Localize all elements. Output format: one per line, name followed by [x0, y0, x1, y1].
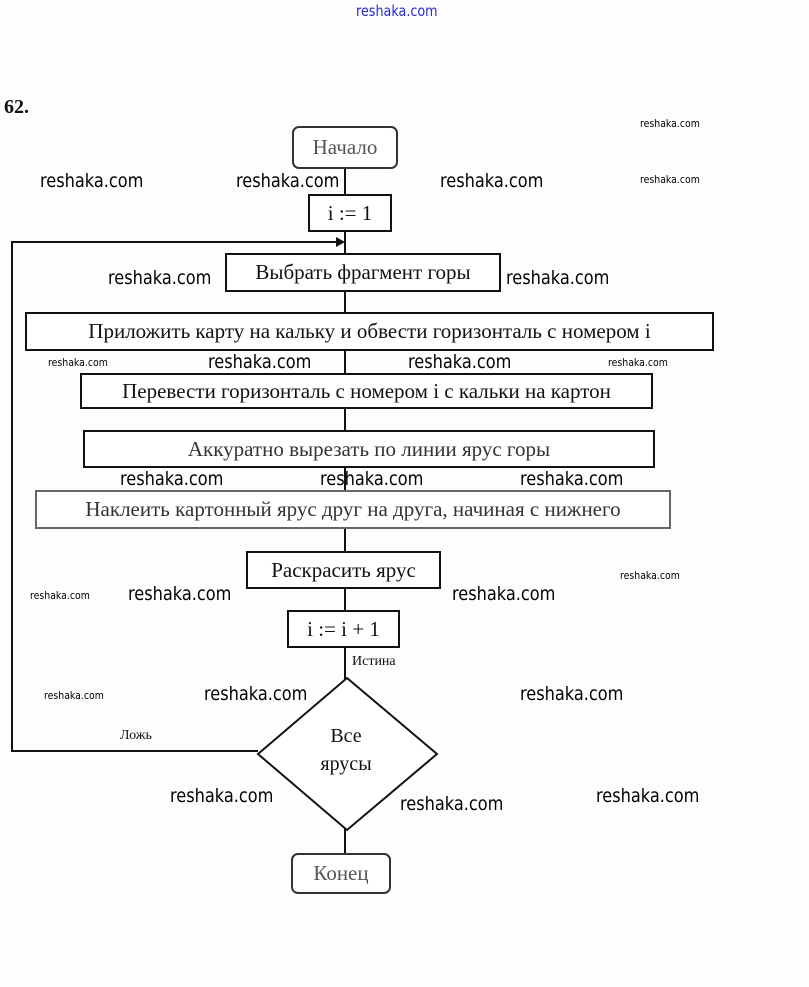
decision-text: Все ярусы	[300, 722, 392, 778]
step-glue-tiers: Наклеить картонный ярус друг на друга, н…	[35, 490, 671, 529]
watermark: reshaka.com	[320, 468, 424, 490]
step-trace-contour: Приложить карту на кальку и обвести гори…	[25, 312, 714, 351]
watermark: reshaka.com	[40, 170, 144, 192]
loop-back-line	[11, 241, 340, 752]
watermark: reshaka.com	[520, 468, 624, 490]
watermark: reshaka.com	[400, 793, 504, 815]
watermark: reshaka.com	[108, 267, 212, 289]
watermark: reshaka.com	[236, 170, 340, 192]
watermark: reshaka.com	[452, 583, 556, 605]
decision-line-2: ярусы	[320, 753, 372, 775]
init-step: i := 1	[308, 194, 392, 232]
watermark: reshaka.com	[204, 683, 308, 705]
watermark: reshaka.com	[640, 117, 700, 130]
watermark: reshaka.com	[640, 173, 700, 186]
step-select-fragment: Выбрать фрагмент горы	[225, 253, 501, 292]
decision-diamond	[256, 676, 439, 832]
header-watermark[interactable]: reshaka.com	[356, 2, 438, 20]
step-transfer-contour: Перевести горизонталь с номером i с каль…	[80, 373, 653, 409]
watermark: reshaka.com	[44, 689, 104, 702]
watermark: reshaka.com	[208, 351, 312, 373]
watermark: reshaka.com	[520, 683, 624, 705]
start-terminal: Начало	[292, 126, 398, 169]
step-paint-tier: Раскрасить ярус	[246, 551, 441, 589]
watermark: reshaka.com	[608, 356, 668, 369]
end-terminal: Конец	[291, 853, 391, 894]
watermark: reshaka.com	[48, 356, 108, 369]
watermark: reshaka.com	[596, 785, 700, 807]
arrow-head-icon	[336, 237, 345, 247]
watermark: reshaka.com	[408, 351, 512, 373]
false-label: Ложь	[120, 728, 152, 743]
true-label: Истина	[352, 654, 396, 669]
problem-number: 62.	[4, 96, 29, 118]
watermark: reshaka.com	[506, 267, 610, 289]
step-cut-tier: Аккуратно вырезать по линии ярус горы	[83, 430, 655, 468]
watermark: reshaka.com	[440, 170, 544, 192]
watermark: reshaka.com	[120, 468, 224, 490]
watermark: reshaka.com	[30, 589, 90, 602]
watermark: reshaka.com	[620, 569, 680, 582]
decision-line-1: Все	[330, 725, 362, 747]
step-increment: i := i + 1	[287, 610, 400, 648]
watermark: reshaka.com	[170, 785, 274, 807]
watermark: reshaka.com	[128, 583, 232, 605]
